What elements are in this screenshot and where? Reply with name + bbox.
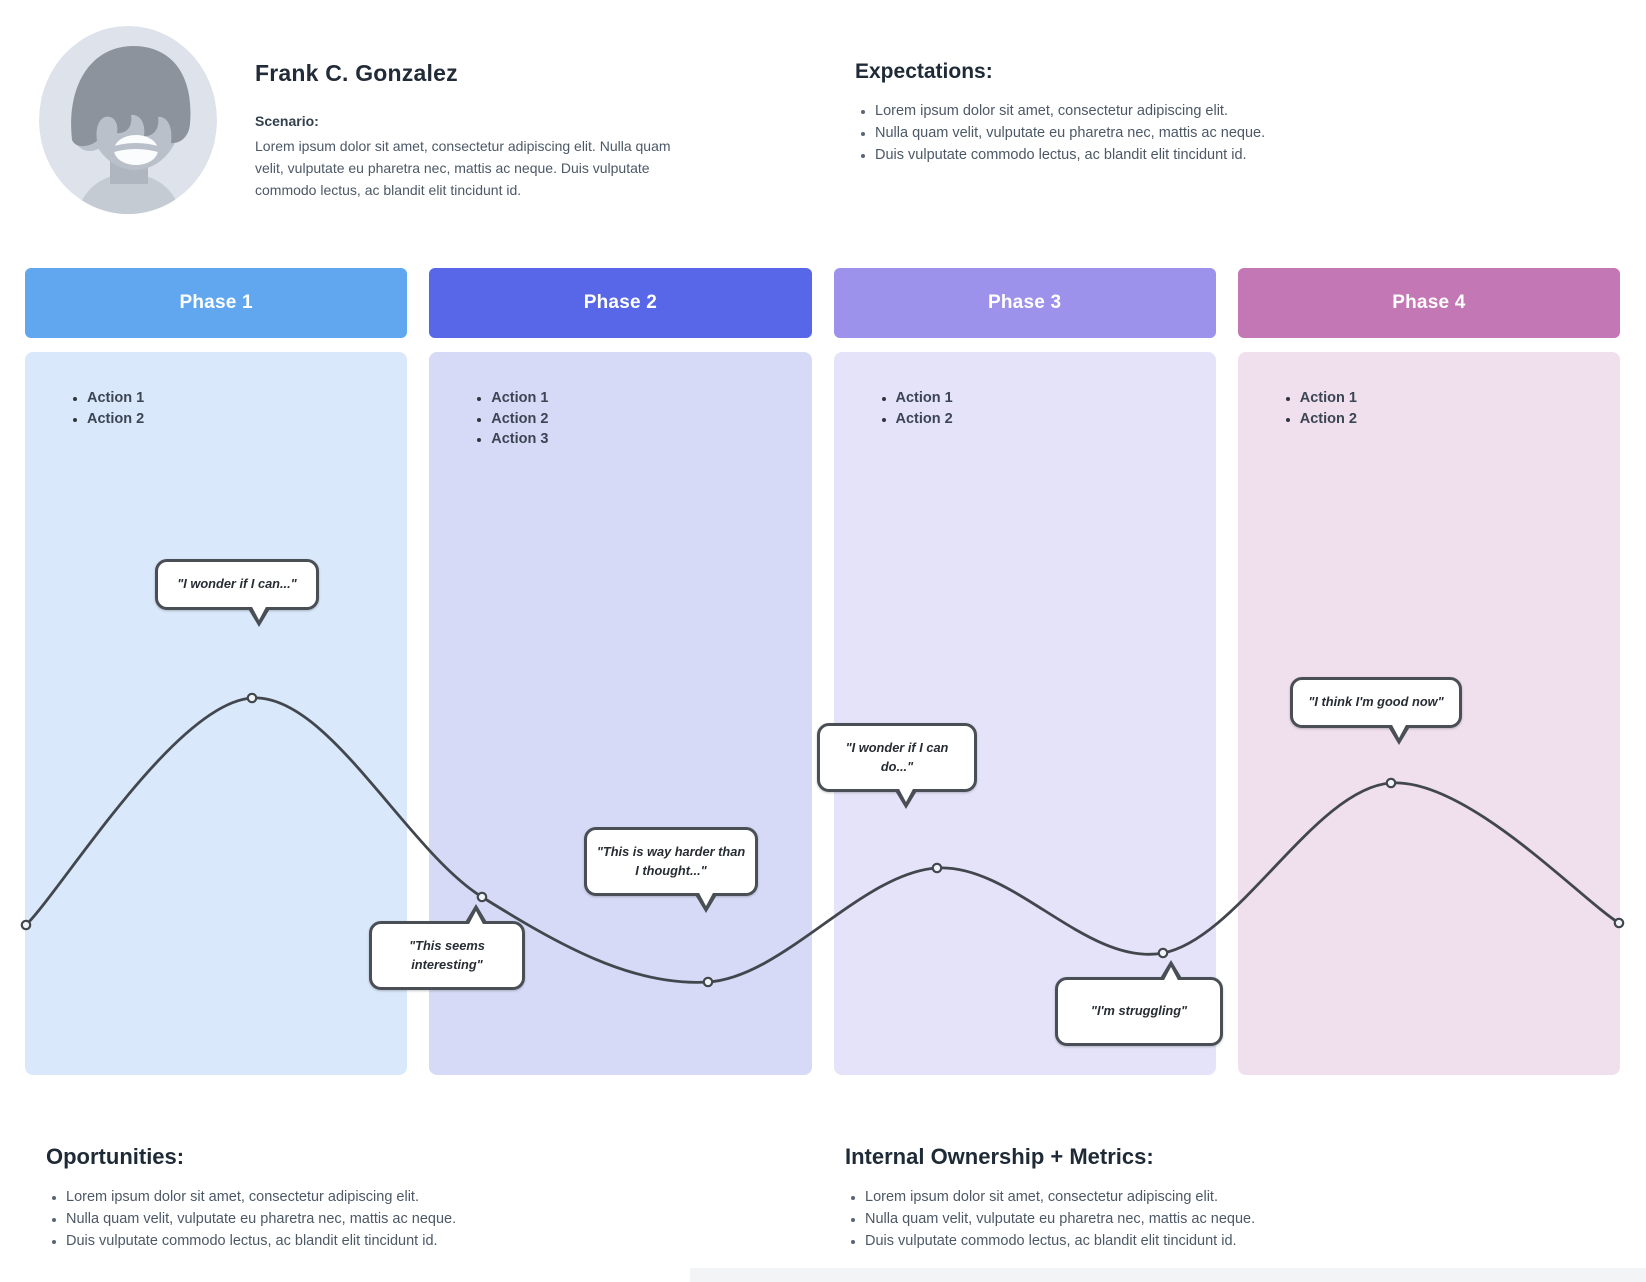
opportunities-list: Lorem ipsum dolor sit amet, consectetur … (46, 1186, 686, 1252)
list-item: Duis vulputate commodo lectus, ac blandi… (875, 144, 1415, 166)
action-item: Action 1 (491, 388, 811, 409)
action-item: Action 2 (491, 409, 811, 430)
avatar (38, 24, 218, 216)
phase-2-header: Phase 2 (429, 268, 812, 338)
phase-column-3: Phase 3 Action 1 Action 2 (833, 268, 1216, 1075)
speech-bubble-4: "I wonder if I can do..." (817, 723, 977, 793)
expectations-block: Expectations: Lorem ipsum dolor sit amet… (855, 60, 1415, 166)
persona-name: Frank C. Gonzalez (255, 60, 458, 86)
expectations-title: Expectations: (855, 60, 993, 83)
ownership-metrics-block: Internal Ownership + Metrics: Lorem ipsu… (845, 1144, 1485, 1252)
phase-column-1: Phase 1 Action 1 Action 2 (25, 268, 408, 1075)
speech-bubble-6: "I think I'm good now" (1290, 677, 1462, 728)
list-item: Lorem ipsum dolor sit amet, consectetur … (865, 1186, 1485, 1208)
phase-4-header: Phase 4 (1237, 268, 1620, 338)
phase-column-4: Phase 4 Action 1 Action 2 (1237, 268, 1620, 1075)
scenario-label: Scenario: (255, 113, 319, 129)
action-item: Action 1 (1300, 388, 1620, 409)
action-item: Action 2 (87, 409, 407, 430)
speech-bubble-2: "This seems interesting" (369, 921, 525, 991)
list-item: Nulla quam velit, vulputate eu pharetra … (875, 122, 1415, 144)
speech-bubble-1: "I wonder if I can..." (155, 559, 319, 610)
opportunities-title: Oportunities: (46, 1144, 185, 1169)
persona-block: Frank C. Gonzalez Scenario: Lorem ipsum … (255, 60, 705, 201)
action-item: Action 2 (1300, 409, 1620, 430)
phase-1-actions: Action 1 Action 2 (25, 352, 407, 429)
phase-1-header: Phase 1 (25, 268, 408, 338)
list-item: Lorem ipsum dolor sit amet, consectetur … (875, 100, 1415, 122)
action-item: Action 3 (491, 429, 811, 450)
speech-bubble-5: "I'm struggling" (1055, 977, 1223, 1046)
phase-3-actions: Action 1 Action 2 (834, 352, 1216, 429)
phase-2-actions: Action 1 Action 2 Action 3 (429, 352, 811, 450)
phase-3-header: Phase 3 (833, 268, 1216, 338)
list-item: Lorem ipsum dolor sit amet, consectetur … (66, 1186, 686, 1208)
speech-bubble-3: "This is way harder than I thought..." (584, 827, 758, 897)
action-item: Action 2 (896, 409, 1216, 430)
action-item: Action 1 (896, 388, 1216, 409)
ownership-metrics-title: Internal Ownership + Metrics: (845, 1144, 1154, 1169)
action-item: Action 1 (87, 388, 407, 409)
list-item: Duis vulputate commodo lectus, ac blandi… (66, 1230, 686, 1252)
list-item: Nulla quam velit, vulputate eu pharetra … (865, 1208, 1485, 1230)
phase-1-body: Action 1 Action 2 (25, 352, 408, 1075)
list-item: Duis vulputate commodo lectus, ac blandi… (865, 1230, 1485, 1252)
opportunities-block: Oportunities: Lorem ipsum dolor sit amet… (46, 1144, 686, 1252)
expectations-list: Lorem ipsum dolor sit amet, consectetur … (855, 100, 1415, 166)
cropped-bottom-element (690, 1268, 1646, 1282)
list-item: Nulla quam velit, vulputate eu pharetra … (66, 1208, 686, 1230)
phase-4-actions: Action 1 Action 2 (1238, 352, 1620, 429)
person-avatar-icon (39, 26, 217, 214)
phases-grid: Phase 1 Action 1 Action 2 Phase 2 Action… (25, 268, 1620, 1075)
scenario-text: Lorem ipsum dolor sit amet, consectetur … (255, 138, 671, 199)
ownership-metrics-list: Lorem ipsum dolor sit amet, consectetur … (845, 1186, 1485, 1252)
